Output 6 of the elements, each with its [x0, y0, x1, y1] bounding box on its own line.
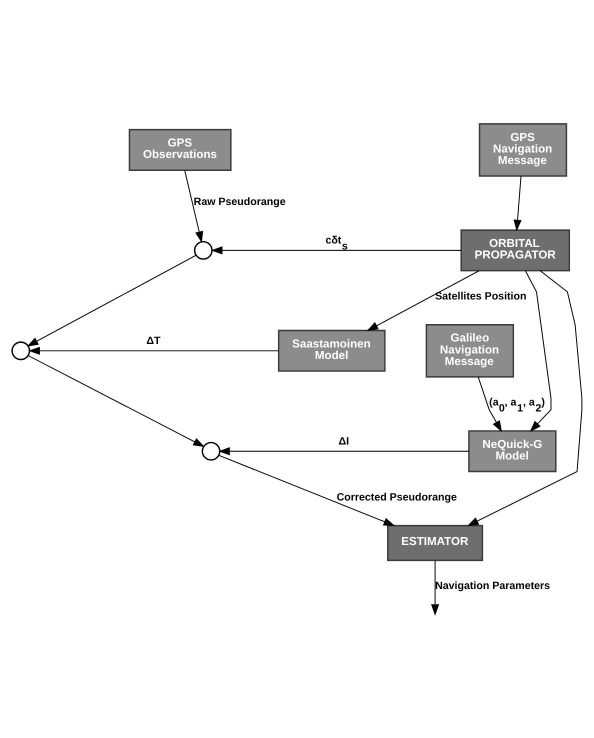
edge-label: Navigation Parameters — [435, 580, 550, 592]
edge-label: Satellites Position — [435, 290, 526, 302]
edge-label: ΔT — [146, 334, 160, 346]
edge-label: Raw Pseudorange — [194, 195, 286, 208]
edge-label: Corrected Pseudorange — [336, 490, 457, 503]
edge-label: ΔI — [338, 434, 350, 447]
